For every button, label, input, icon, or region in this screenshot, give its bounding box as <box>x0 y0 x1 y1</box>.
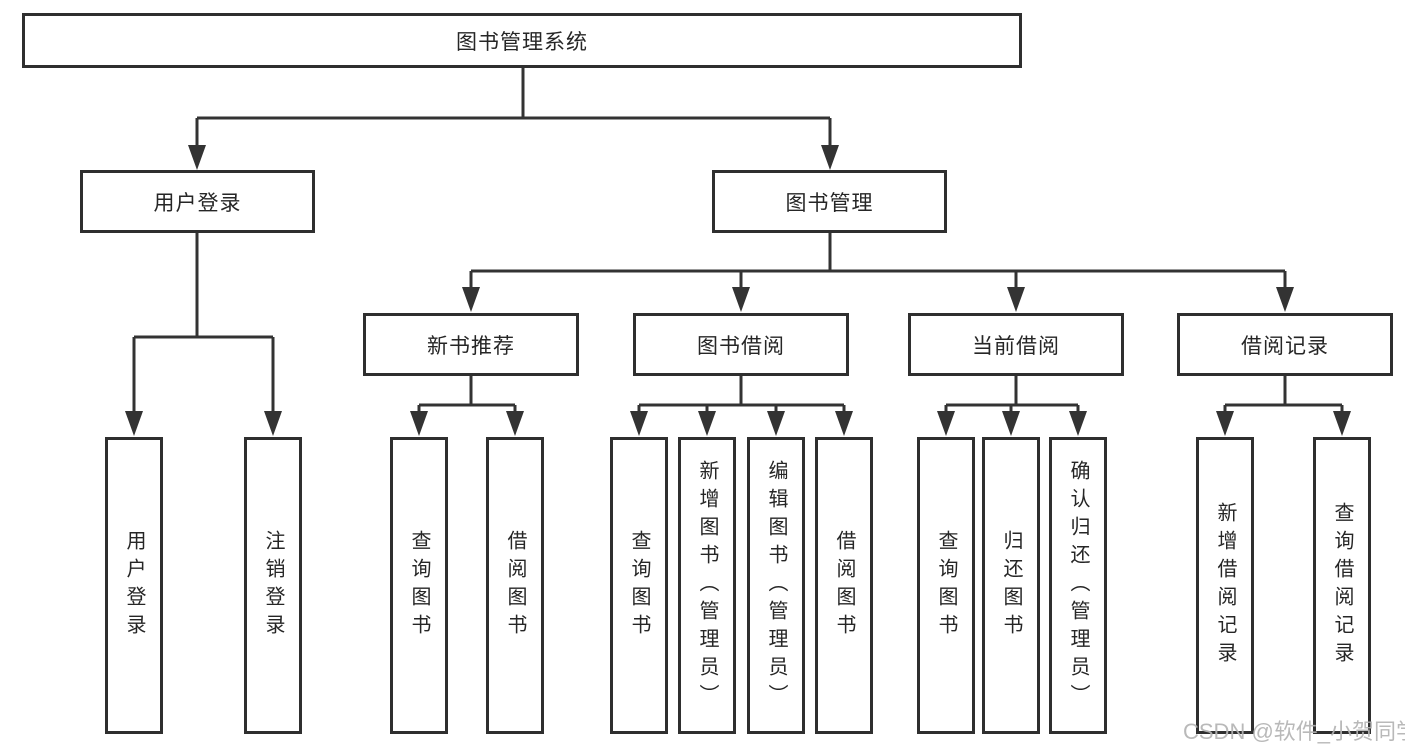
node-root: 图书管理系统 <box>22 13 1022 68</box>
leaf-borrow-add-books-admin: 新增图书（管理员） <box>678 437 736 734</box>
section-book-borrow-label: 图书借阅 <box>697 334 785 358</box>
leaf-user-login: 用户登录 <box>105 437 163 734</box>
leaf-logout-label: 注销登录 <box>262 529 284 642</box>
leaf-borrow-edit-books-admin-label: 编辑图书（管理员） <box>765 459 787 712</box>
section-current-borrow: 当前借阅 <box>908 313 1124 376</box>
section-new-book-recommend-label: 新书推荐 <box>427 334 515 358</box>
section-borrow-records-label: 借阅记录 <box>1241 334 1329 358</box>
leaf-recommend-query-books: 查询图书 <box>390 437 448 734</box>
section-current-borrow-label: 当前借阅 <box>972 334 1060 358</box>
node-book-management: 图书管理 <box>712 170 947 233</box>
section-book-borrow: 图书借阅 <box>633 313 849 376</box>
section-borrow-records: 借阅记录 <box>1177 313 1393 376</box>
leaf-current-return-books-label: 归还图书 <box>1000 529 1022 642</box>
leaf-current-confirm-return-admin-label: 确认归还（管理员） <box>1067 459 1089 712</box>
arrowheads <box>125 145 1351 436</box>
leaf-records-add-record: 新增借阅记录 <box>1196 437 1254 734</box>
leaf-borrow-borrow-books: 借阅图书 <box>815 437 873 734</box>
leaf-current-query-books: 查询图书 <box>917 437 975 734</box>
leaf-current-query-books-label: 查询图书 <box>935 529 957 642</box>
leaf-records-query-record: 查询借阅记录 <box>1313 437 1371 734</box>
node-book-management-label: 图书管理 <box>785 191 874 215</box>
leaf-recommend-borrow-books-label: 借阅图书 <box>504 529 526 642</box>
leaf-recommend-query-books-label: 查询图书 <box>408 529 430 642</box>
csdn-watermark: CSDN @软件_小贺同学 <box>1183 719 1405 744</box>
leaf-records-add-record-label: 新增借阅记录 <box>1214 501 1236 670</box>
leaf-logout: 注销登录 <box>244 437 302 734</box>
leaf-borrow-query-books: 查询图书 <box>610 437 668 734</box>
leaf-records-query-record-label: 查询借阅记录 <box>1331 501 1353 670</box>
leaf-borrow-edit-books-admin: 编辑图书（管理员） <box>747 437 805 734</box>
section-new-book-recommend: 新书推荐 <box>363 313 579 376</box>
node-root-label: 图书管理系统 <box>456 30 588 54</box>
node-user-login: 用户登录 <box>80 170 315 233</box>
leaf-borrow-borrow-books-label: 借阅图书 <box>833 529 855 642</box>
leaf-borrow-query-books-label: 查询图书 <box>628 529 650 642</box>
leaf-recommend-borrow-books: 借阅图书 <box>486 437 544 734</box>
leaf-borrow-add-books-admin-label: 新增图书（管理员） <box>696 459 718 712</box>
leaf-user-login-label: 用户登录 <box>123 529 145 642</box>
node-user-login-label: 用户登录 <box>153 191 242 215</box>
leaf-current-confirm-return-admin: 确认归还（管理员） <box>1049 437 1107 734</box>
leaf-current-return-books: 归还图书 <box>982 437 1040 734</box>
